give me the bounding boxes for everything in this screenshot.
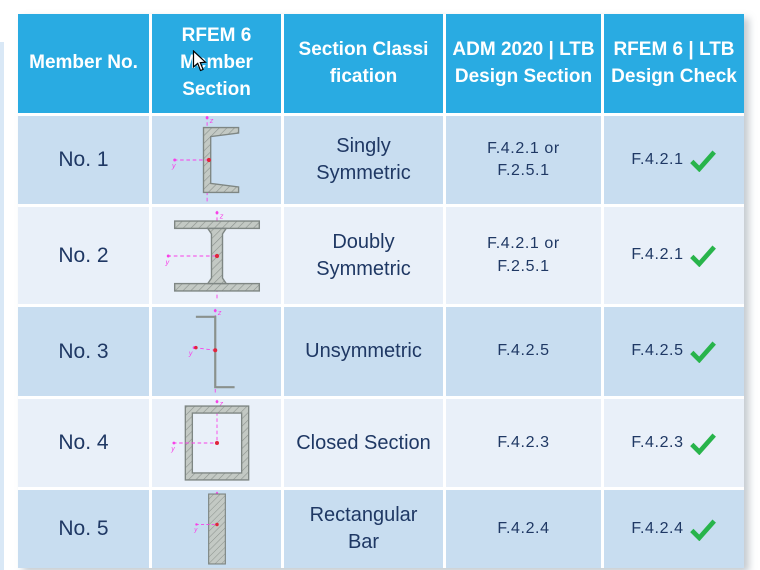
channel-section-icon: z y: [171, 116, 239, 204]
adm-design-section-1: F.4.2.1 or F.2.5.1: [446, 116, 601, 204]
check-icon: [689, 519, 716, 541]
member-section-5: z y: [152, 490, 281, 568]
mouse-cursor-icon: [192, 50, 207, 72]
ltb-design-check-4: F.4.2.3: [604, 399, 744, 487]
svg-text:z: z: [218, 211, 223, 220]
classification-2: Doubly Symmetric: [284, 207, 443, 304]
ltb-design-check-3: F.4.2.5: [604, 307, 744, 396]
ltb-design-check-1: F.4.2.1: [604, 116, 744, 204]
svg-text:z: z: [218, 401, 223, 408]
check-icon: [689, 150, 716, 172]
classification-5: Rectangular Bar: [284, 490, 443, 568]
z-section-icon: z y: [187, 308, 235, 395]
check-icon: [689, 433, 716, 455]
svg-text:z: z: [208, 116, 213, 125]
member-section-1: z y: [152, 116, 281, 204]
col-header-rfem-ltb-design-check: RFEM 6 | LTB Design Check: [604, 14, 744, 113]
member-no-5: No. 5: [18, 490, 149, 568]
svg-text:y: y: [164, 257, 170, 266]
col-header-section-classification: Section Classification: [284, 14, 443, 113]
classification-4: Closed Section: [284, 399, 443, 487]
svg-text:y: y: [170, 446, 175, 453]
member-section-3: z y: [152, 307, 281, 396]
classification-1: Singly Symmetric: [284, 116, 443, 204]
square-hollow-section-icon: z y: [170, 399, 249, 481]
rectangular-bar-icon: z y: [193, 491, 226, 565]
adm-design-section-2: F.4.2.1 or F.2.5.1: [446, 207, 601, 304]
svg-text:y: y: [171, 161, 176, 170]
svg-text:y: y: [187, 350, 192, 357]
col-header-member-no: Member No.: [18, 14, 149, 113]
member-section-4: z y: [152, 399, 281, 487]
col-header-adm-ltb-design-section: ADM 2020 | LTB Design Section: [446, 14, 601, 113]
member-section-2: z y: [152, 207, 281, 304]
member-no-2: No. 2: [18, 207, 149, 304]
svg-text:z: z: [216, 310, 221, 317]
adm-design-section-5: F.4.2.4: [446, 490, 601, 568]
member-no-3: No. 3: [18, 307, 149, 396]
member-no-4: No. 4: [18, 399, 149, 487]
svg-text:y: y: [193, 526, 198, 533]
ltb-design-check-5: F.4.2.4: [604, 490, 744, 568]
ltb-design-check-2: F.4.2.1: [604, 207, 744, 304]
col-header-rfem-member-section: RFEM 6 Member Section: [152, 14, 281, 113]
adm-design-section-4: F.4.2.3: [446, 399, 601, 487]
adm-design-section-3: F.4.2.5: [446, 307, 601, 396]
page-edge-strip: [0, 42, 4, 570]
i-section-icon: z y: [164, 210, 260, 301]
member-no-1: No. 1: [18, 116, 149, 204]
check-icon: [689, 341, 716, 363]
classification-3: Unsymmetric: [284, 307, 443, 396]
ltb-design-comparison-table: Member No. RFEM 6 Member Section Section…: [18, 14, 744, 568]
check-icon: [689, 245, 716, 267]
